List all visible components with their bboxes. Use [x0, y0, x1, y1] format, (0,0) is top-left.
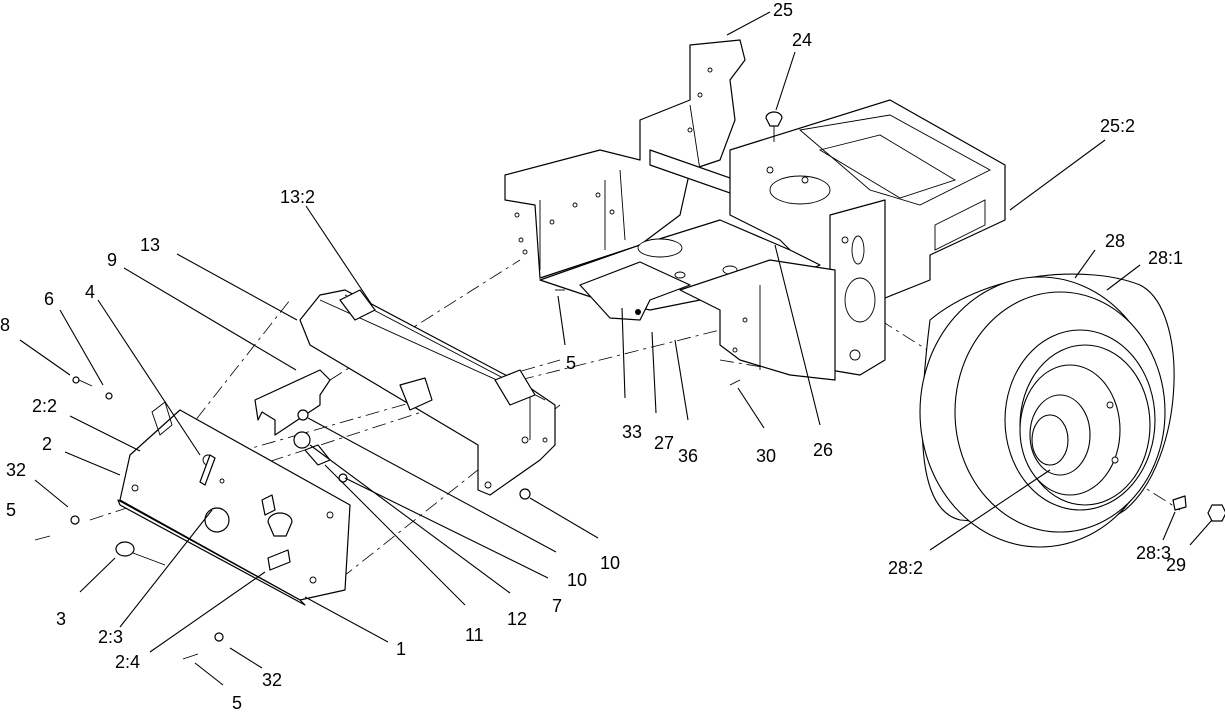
callout-32a: 32	[6, 460, 26, 480]
bracket-9	[254, 369, 331, 436]
callout-6: 6	[44, 289, 54, 309]
wheel-hardware	[1172, 495, 1225, 522]
callout-28-2: 28:2	[888, 558, 923, 578]
callout-25-2: 25:2	[1100, 116, 1135, 136]
console-panel	[117, 401, 351, 606]
callout-25: 25	[773, 0, 793, 20]
callout-5a: 5	[6, 500, 16, 520]
callout-2-2: 2:2	[32, 396, 57, 416]
callout-32b: 32	[262, 670, 282, 690]
tire-wheel-assembly	[919, 273, 1175, 548]
callout-5c: 5	[566, 353, 576, 373]
callout-30: 30	[756, 446, 776, 466]
frame-holes	[514, 67, 861, 361]
throttle-knob	[115, 541, 166, 566]
callout-24: 24	[792, 30, 812, 50]
callout-3: 3	[56, 609, 66, 629]
callout-8: 8	[0, 315, 10, 335]
callout-2: 2	[42, 434, 52, 454]
callout-12: 12	[507, 609, 527, 629]
callout-13-2: 13:2	[280, 187, 315, 207]
main-frame	[504, 39, 1006, 381]
callout-5b: 5	[232, 693, 242, 713]
callout-10a: 10	[567, 570, 587, 590]
callout-28: 28	[1105, 231, 1125, 251]
callout-4: 4	[85, 282, 95, 302]
callout-29: 29	[1166, 555, 1186, 575]
front-crossmember	[299, 289, 556, 496]
callout-28-1: 28:1	[1148, 248, 1183, 268]
callout-26: 26	[813, 440, 833, 460]
callout-labels: 25 24 25:2 13:2 13 9 28 28:1 6 4 8 2:2 2…	[0, 0, 1186, 713]
callout-9: 9	[107, 250, 117, 270]
callout-13: 13	[140, 235, 160, 255]
callout-7: 7	[552, 596, 562, 616]
small-hardware	[293, 409, 531, 500]
callout-2-3: 2:3	[98, 627, 123, 647]
callout-11: 11	[465, 625, 484, 645]
callout-1: 1	[396, 639, 406, 659]
callout-10b: 10	[600, 553, 620, 573]
callout-28-3: 28:3	[1136, 543, 1171, 563]
leader-lines	[19, 11, 1213, 686]
callout-36: 36	[678, 446, 698, 466]
callout-27: 27	[654, 433, 674, 453]
callout-33: 33	[622, 422, 642, 442]
left-hardware	[34, 289, 741, 660]
bolt-24	[765, 111, 783, 142]
callout-2-4: 2:4	[115, 652, 140, 672]
